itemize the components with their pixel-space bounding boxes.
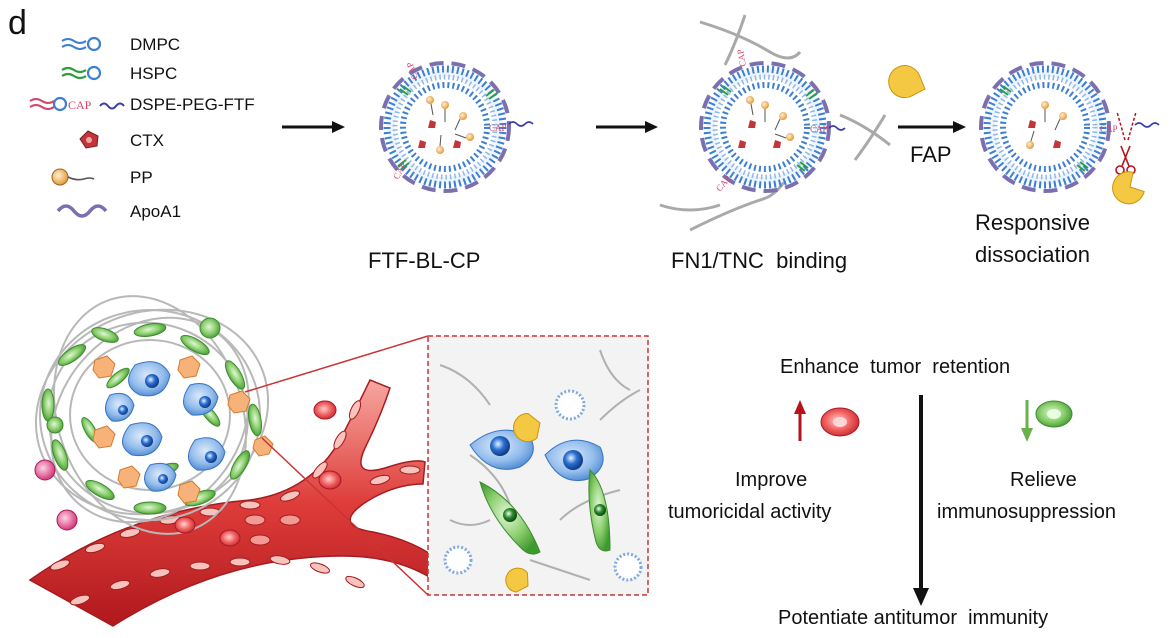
apoa1-icon	[56, 204, 108, 218]
legend-label-apoa1: ApoA1	[130, 202, 182, 221]
tumor-cells	[105, 361, 226, 492]
ctx-icon	[79, 130, 99, 149]
step-label-responsive: Responsive	[975, 210, 1090, 235]
potentiate-arrow-head	[913, 588, 929, 606]
step-label-dissociation: dissociation	[975, 242, 1090, 267]
step-label-binding: FN1/TNC binding	[671, 248, 848, 273]
process-arrow-3	[898, 121, 966, 133]
cap-tag: CAP	[1100, 124, 1118, 134]
cleavage-arrows	[1116, 111, 1137, 141]
nanoparticle-dissociated: CAP	[979, 61, 1160, 205]
cap-tag: CAP	[810, 124, 828, 134]
tumor-microenvironment	[28, 295, 454, 627]
nanoparticle-bound: CAP CAP CAP	[659, 14, 891, 232]
legend-label-dspe-peg-ftf: DSPE-PEG-FTF	[130, 95, 255, 114]
enzyme-label-fap: FAP	[910, 142, 952, 167]
step-label-ftf-bl-cp: FTF-BL-CP	[368, 248, 481, 273]
outcome-arrows	[794, 395, 1033, 606]
blood-vessel	[28, 379, 454, 627]
nanoparticle-ftf-bl-cp: CAP CAP CAP	[379, 61, 534, 193]
hspc-lipid-icon	[61, 65, 102, 81]
cap-tag-legend: CAP	[68, 98, 92, 112]
cap-tag: CAP	[735, 48, 748, 67]
legend-label-ctx: CTX	[130, 131, 164, 150]
immune-cells-outside	[34, 400, 342, 547]
legend-label-dmpc: DMPC	[130, 35, 181, 54]
dmpc-lipid-icon	[61, 36, 102, 52]
fap-enzyme-icon	[888, 65, 926, 99]
caf-cells	[41, 317, 263, 515]
process-arrow-2	[596, 121, 658, 133]
outcome-relieve: Relieve	[1010, 469, 1077, 491]
dspe-peg-ftf-icon: CAP	[29, 96, 125, 112]
panel-label: d	[8, 4, 27, 42]
legend-label-hspc: HSPC	[130, 64, 178, 83]
callout-lines	[244, 335, 429, 596]
pp-icon	[51, 168, 95, 186]
fn1-tnc-fibers	[659, 14, 891, 232]
scissors-icon	[1115, 145, 1136, 175]
process-arrow-1	[282, 121, 345, 133]
zoom-inset	[427, 335, 649, 596]
outcome-improve: Improve	[735, 469, 808, 491]
macrophage-cells	[92, 355, 274, 504]
legend-label-pp: PP	[130, 168, 153, 187]
outcome-immunosuppression: immunosuppression	[937, 502, 1116, 522]
fap-enzyme-bound-icon	[1112, 171, 1145, 205]
outcome-potentiate-immunity: Potentiate antitumor immunity	[778, 607, 1049, 629]
cap-tag: CAP	[489, 123, 507, 133]
outcome-enhance-retention: Enhance tumor retention	[780, 356, 1011, 378]
outcome-tumoricidal-activity: tumoricidal activity	[668, 501, 832, 523]
